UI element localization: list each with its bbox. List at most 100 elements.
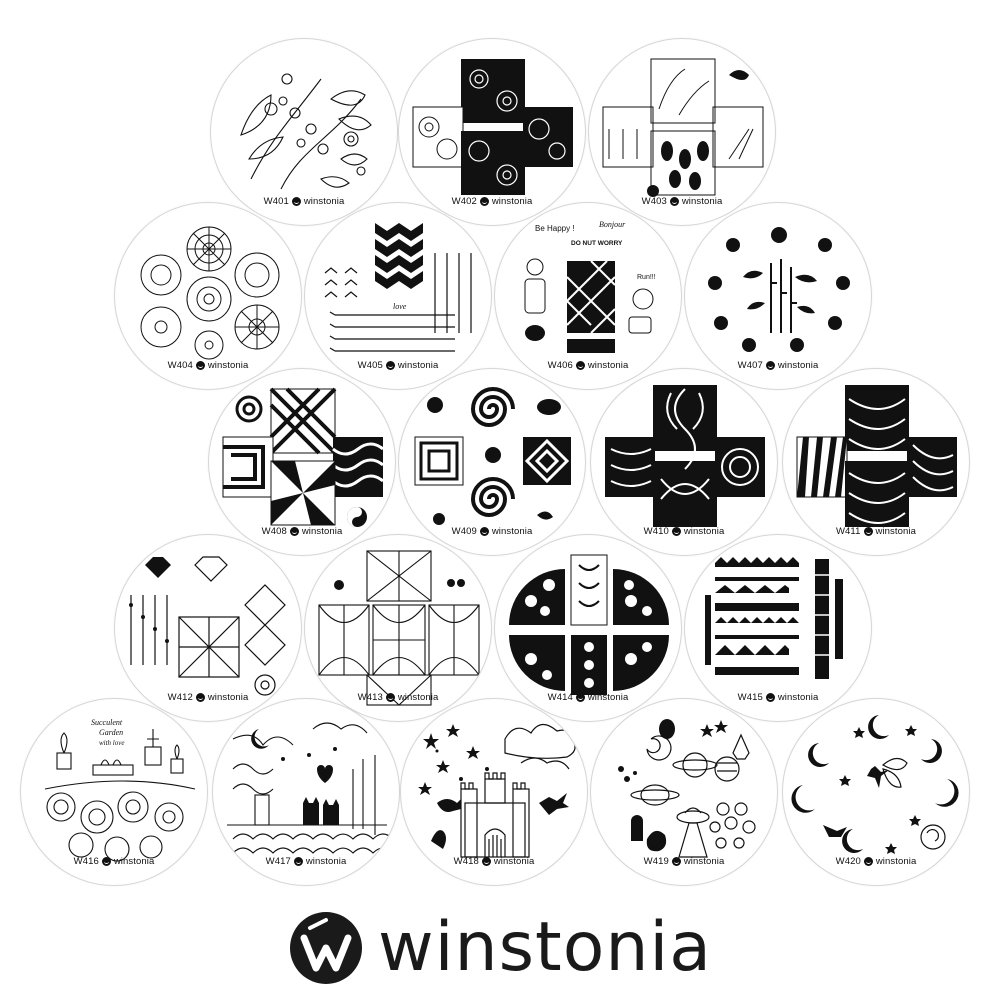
plate-brand: winstonia — [681, 196, 723, 207]
winstonia-logo-icon — [385, 693, 395, 702]
leaves-cross-art — [602, 58, 764, 197]
plate-brand: winstonia — [303, 196, 345, 207]
plate-w402: W402 winstonia — [398, 38, 586, 226]
plate-code: W406 — [547, 360, 573, 371]
pandas-bamboo-art — [708, 227, 850, 352]
plate-caption: W409 winstonia — [399, 526, 585, 537]
run-text: Run!!! — [637, 274, 656, 281]
plate-caption: W408 winstonia — [209, 526, 395, 537]
spirals-animals-art — [414, 387, 571, 525]
succulent-garden-art: Succulent Garden with love — [44, 718, 196, 862]
plate-brand: winstonia — [587, 360, 629, 371]
winstonia-logo-icon — [291, 197, 301, 206]
plate-code: W411 — [835, 526, 861, 537]
winstonia-logo-icon — [765, 361, 775, 370]
plate-caption: W404 winstonia — [115, 360, 301, 371]
plate-brand: winstonia — [875, 526, 917, 537]
plate-caption: W415 winstonia — [685, 692, 871, 703]
space-aliens-art — [618, 719, 756, 858]
succulent-text: Succulent — [91, 718, 123, 727]
lace-cross-art — [509, 554, 669, 695]
plate-code: W405 — [357, 360, 383, 371]
plate-w412: W412 winstonia — [114, 534, 302, 722]
brand-footer: winstonia — [0, 908, 1000, 988]
plate-caption: W416 winstonia — [21, 856, 207, 867]
plate-code: W416 — [73, 856, 99, 867]
plate-code: W409 — [451, 526, 477, 537]
plate-w403: W403 winstonia — [588, 38, 776, 226]
plate-code: W415 — [737, 692, 763, 703]
plate-w413: W413 winstonia — [304, 534, 492, 722]
plate-caption: W413 winstonia — [305, 692, 491, 703]
plate-caption: W405 winstonia — [305, 360, 491, 371]
plate-brand: winstonia — [683, 526, 725, 537]
marble-rays-cross-art — [796, 385, 957, 527]
plate-brand: winstonia — [491, 526, 533, 537]
plate-caption: W410 winstonia — [591, 526, 777, 537]
stained-glass-art — [318, 550, 480, 706]
plate-w405: love W405 winstonia — [304, 202, 492, 390]
bonjour-text: Bonjour — [599, 220, 626, 229]
plate-w411: W411 winstonia — [782, 368, 970, 556]
winstonia-logo-icon — [671, 857, 681, 866]
moons-fairy-art — [791, 715, 959, 854]
plate-brand: winstonia — [777, 692, 819, 703]
plate-code: W418 — [453, 856, 479, 867]
plate-brand: winstonia — [207, 692, 249, 703]
plate-w415: W415 winstonia — [684, 534, 872, 722]
plate-code: W420 — [835, 856, 861, 867]
winstonia-logo-icon — [195, 693, 205, 702]
winstonia-logo-icon — [863, 527, 873, 536]
plate-brand: winstonia — [683, 856, 725, 867]
plate-brand: winstonia — [491, 196, 533, 207]
winstonia-logo-icon — [575, 693, 585, 702]
tribal-bands-art — [705, 557, 843, 679]
plate-brand: winstonia — [777, 360, 819, 371]
plate-w420: W420 winstonia — [782, 698, 970, 886]
plate-brand: winstonia — [207, 360, 249, 371]
plate-code: W410 — [643, 526, 669, 537]
plate-caption: W411 winstonia — [783, 526, 969, 537]
plate-code: W412 — [167, 692, 193, 703]
plate-caption: W417 winstonia — [213, 856, 399, 867]
plate-w414: W414 winstonia — [494, 534, 682, 722]
winstonia-logo-icon — [101, 857, 111, 866]
plate-w401: W401 winstonia — [210, 38, 398, 226]
diamonds-geometric-art — [129, 556, 286, 696]
plate-code: W403 — [641, 196, 667, 207]
winstonia-logo-icon — [195, 361, 205, 370]
plate-caption: W407 winstonia — [685, 360, 871, 371]
winstonia-logo-icon — [385, 361, 395, 370]
plate-code: W414 — [547, 692, 573, 703]
plate-caption: W403 winstonia — [589, 196, 775, 207]
plate-caption: W402 winstonia — [399, 196, 585, 207]
plate-brand: winstonia — [875, 856, 917, 867]
plate-code: W404 — [167, 360, 193, 371]
winstonia-logo-icon — [863, 857, 873, 866]
plate-brand: winstonia — [397, 692, 439, 703]
be-happy-text: Be Happy ! — [535, 224, 575, 233]
plate-brand: winstonia — [493, 856, 535, 867]
plate-w416: Succulent Garden with love W416 winstoni… — [20, 698, 208, 886]
plate-caption: W420 winstonia — [783, 856, 969, 867]
plate-caption: W418 winstonia — [401, 856, 587, 867]
winstonia-logo-icon — [289, 527, 299, 536]
marble-cross-art — [605, 385, 765, 527]
cats-rooftop-art — [227, 722, 394, 854]
castle-stars-art — [418, 723, 576, 858]
plate-w418: W418 winstonia — [400, 698, 588, 886]
plate-caption: W414 winstonia — [495, 692, 681, 703]
plate-brand: winstonia — [587, 692, 629, 703]
roses-cross-art — [412, 59, 573, 195]
winstonia-logo-icon — [479, 197, 489, 206]
plate-brand: winstonia — [301, 526, 343, 537]
plate-code: W401 — [263, 196, 289, 207]
plate-brand: winstonia — [397, 360, 439, 371]
winstonia-logo-icon — [669, 197, 679, 206]
floral-doodle-art — [240, 73, 372, 190]
brand-wordmark: winstonia — [378, 908, 712, 987]
plate-code: W413 — [357, 692, 383, 703]
plate-code: W419 — [643, 856, 669, 867]
plate-w404: W404 winstonia — [114, 202, 302, 390]
winstonia-logo-icon — [481, 857, 491, 866]
